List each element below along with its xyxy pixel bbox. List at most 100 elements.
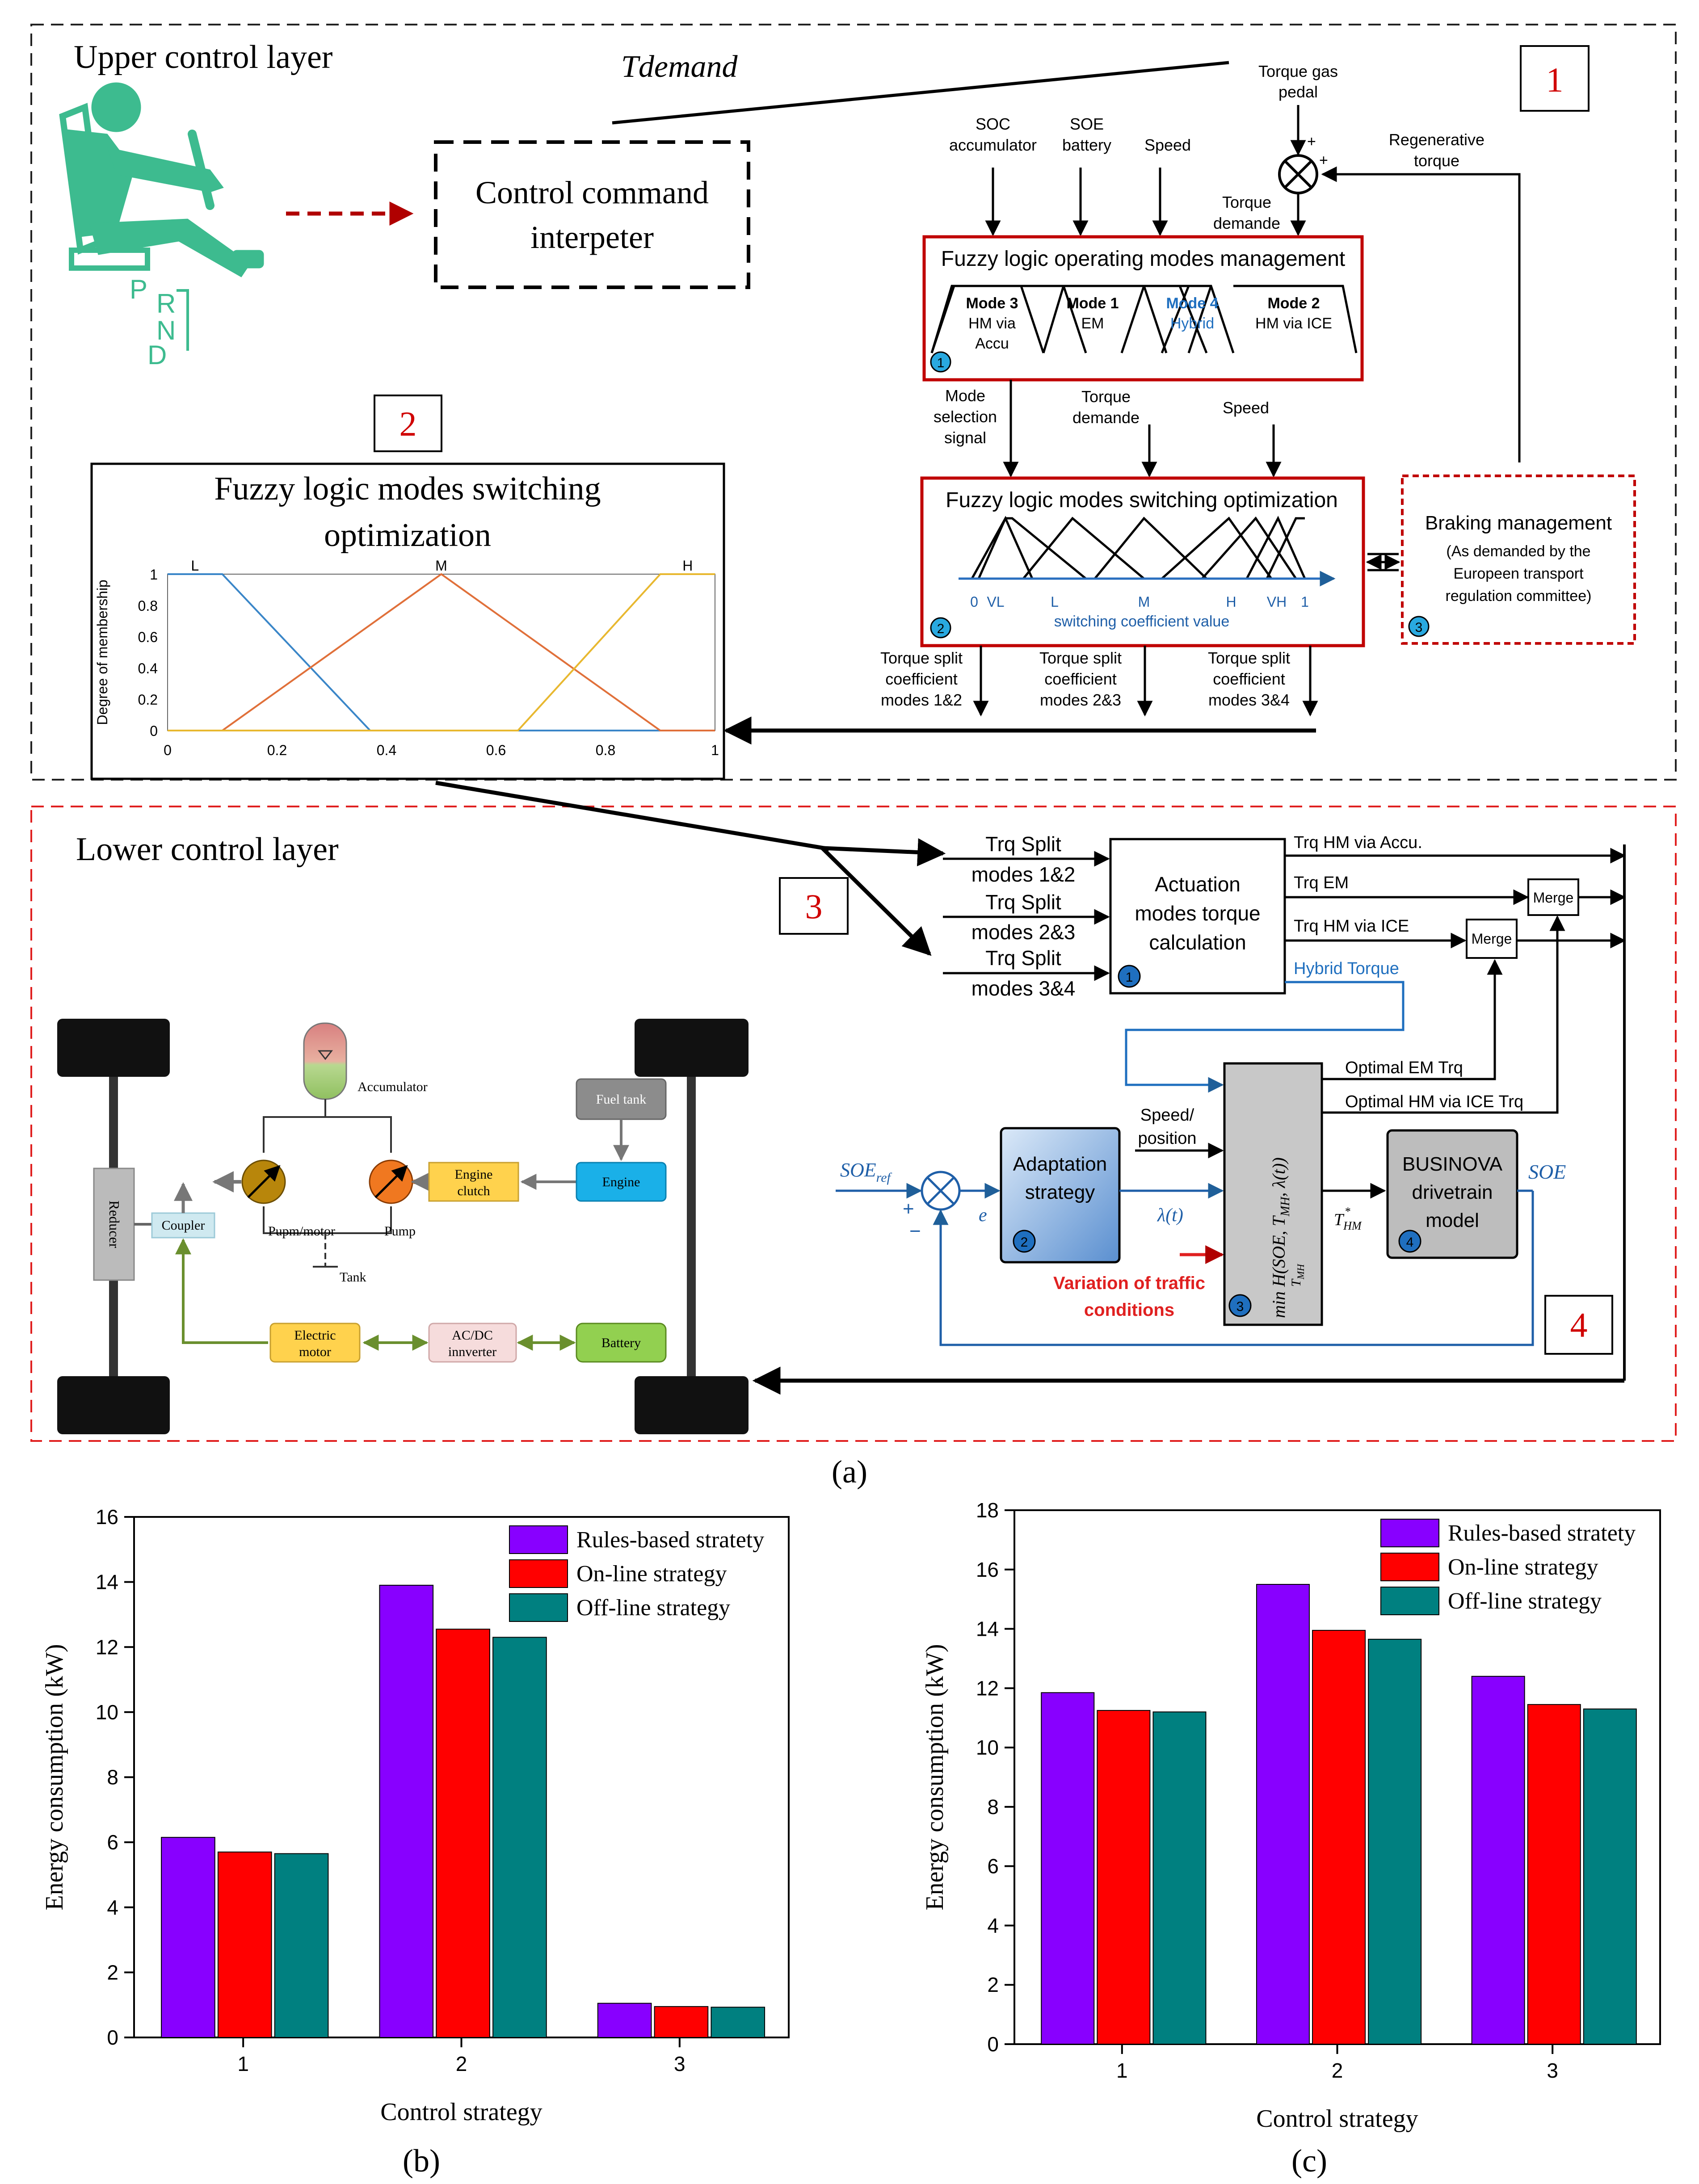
optimization-block (1223, 1062, 1323, 1326)
trq-split-12: Trq Split (985, 832, 1061, 856)
tank-label: Tank (340, 1270, 366, 1285)
svg-text:3: 3 (805, 887, 823, 926)
regen-label1: Regenerative (1389, 130, 1485, 149)
y-tick-label: 10 (96, 1701, 118, 1724)
svg-text:(As demanded by the: (As demanded by the (1446, 543, 1590, 560)
mode-selection-label1: Mode (945, 386, 985, 405)
svg-text:−: − (909, 1220, 921, 1242)
pump-motor-label: Pupm/motor (268, 1224, 335, 1239)
interpreter-box (434, 140, 750, 289)
caption-b: (b) (403, 2143, 440, 2179)
y-tick-label: 0 (987, 2033, 999, 2056)
bar-2-cat-3 (654, 2006, 709, 2038)
y-tick-label: 14 (976, 1617, 999, 1641)
torque-gas-pedal-label1: Torque gas (1258, 62, 1338, 80)
optimization-expression: min H(SOE, TMH, λ(t)) (1269, 1157, 1292, 1318)
bar-2-cat-1 (217, 1851, 272, 2038)
out-em: Trq EM (1294, 874, 1349, 892)
trq-split-34: Trq Split (985, 946, 1061, 970)
operating-modes-box (922, 235, 1364, 382)
svg-text:+: + (903, 1198, 914, 1220)
bar-1-cat-3 (1471, 1676, 1525, 2045)
svg-text:Merge: Merge (1533, 890, 1574, 906)
svg-text:1: 1 (1546, 60, 1564, 99)
switching-axis-label: switching coefficient value (1054, 613, 1229, 630)
svg-text:Merge: Merge (1472, 931, 1512, 947)
torque-demande-label2: demande (1213, 214, 1280, 232)
y-tick-label: 16 (976, 1558, 999, 1581)
svg-text:2: 2 (400, 404, 417, 443)
bar-3-cat-1 (1152, 1711, 1207, 2045)
bar-2-cat-1 (1097, 1710, 1151, 2045)
lower-control-layer: Lower control layer 3 Trq Split modes 1&… (30, 781, 1677, 1442)
x-tick-label: 1 (237, 2052, 249, 2075)
svg-text:Engine: Engine (602, 1175, 640, 1189)
svg-text:coefficient: coefficient (1213, 670, 1285, 688)
bar-3-cat-1 (274, 1853, 329, 2038)
svg-text:calculation: calculation (1149, 931, 1246, 954)
svg-text:Engine: Engine (455, 1167, 493, 1182)
svg-text:modes torque: modes torque (1135, 902, 1260, 925)
svg-text:regulation committee): regulation committee) (1446, 588, 1592, 605)
engine-block (576, 1162, 667, 1202)
tdemand-label: Tdemand (621, 50, 738, 84)
badge-1-lower (1118, 965, 1141, 988)
membership-ytick: 0.8 (138, 598, 158, 614)
membership-label-H: H (682, 558, 693, 574)
badge-3-upper (1408, 616, 1430, 637)
interpreter-line1: Control command (475, 175, 709, 210)
wheel-rear-right (635, 1376, 749, 1434)
membership-xtick: 0.6 (486, 742, 506, 758)
x-tick-label: 1 (1116, 2059, 1128, 2082)
svg-text:+: + (1319, 152, 1328, 169)
x-tick-label: 3 (674, 2052, 685, 2075)
mode3-label: Mode 3 (966, 295, 1018, 312)
svg-text:Hybrid: Hybrid (1170, 315, 1214, 332)
membership-title2: optimization (324, 517, 491, 554)
trq-split-23: Trq Split (985, 890, 1061, 914)
membership-label-L: L (191, 558, 199, 574)
svg-text:2: 2 (937, 622, 945, 636)
bar-1-cat-1 (161, 1837, 215, 2038)
bar-1-cat-3 (597, 2003, 652, 2038)
legend-label-1: Rules-based stratety (1448, 1520, 1636, 1546)
hybrid-torque-label: Hybrid Torque (1294, 959, 1399, 978)
svg-text:N: N (156, 315, 176, 345)
bar-2-cat-3 (1527, 1704, 1581, 2045)
bar-3-cat-3 (711, 2007, 765, 2038)
svg-text:conditions: conditions (1084, 1300, 1174, 1320)
svg-text:drivetrain: drivetrain (1412, 1181, 1493, 1203)
legend-label-2: On-line strategy (1448, 1554, 1598, 1580)
tdemand-line (612, 61, 1229, 125)
svg-text:Europeen transport: Europeen transport (1453, 565, 1584, 582)
svg-text:R: R (156, 289, 176, 319)
svg-text:modes 1&2: modes 1&2 (881, 691, 962, 709)
bar-1-cat-2 (379, 1584, 434, 2038)
adaptation-strategy-box (1000, 1127, 1121, 1264)
torque-demande-label1: Torque (1222, 193, 1271, 211)
legend-label-1: Rules-based stratety (576, 1527, 764, 1553)
membership-ytick: 0.2 (138, 692, 158, 708)
legend-label-2: On-line strategy (576, 1561, 727, 1587)
y-tick-label: 6 (107, 1831, 118, 1854)
drivetrain-schematic: Reducer Coupler Accumulator Pupm/motor P… (57, 1019, 749, 1434)
svg-text:signal: signal (944, 428, 986, 447)
svg-text:+: + (1307, 133, 1316, 150)
traffic-label1: Variation of traffic (1053, 1273, 1205, 1293)
x-axis-label: Control strategy (1256, 2105, 1418, 2133)
mode1-label: Mode 1 (1066, 295, 1119, 312)
legend-swatch-1 (509, 1525, 568, 1554)
legend-label-3: Off-line strategy (1448, 1588, 1602, 1614)
svg-text:coefficient: coefficient (885, 670, 957, 688)
svg-text:coefficient: coefficient (1044, 670, 1116, 688)
y-tick-label: 8 (107, 1766, 118, 1789)
y-tick-label: 4 (107, 1896, 118, 1919)
y-axis-label: Energy consumption (kW) (921, 1644, 949, 1910)
split23-label: Torque split (1039, 649, 1122, 667)
section-number-4 (1544, 1295, 1613, 1355)
svg-text:modes 2&3: modes 2&3 (1040, 691, 1121, 709)
torque-gas-pedal-label2: pedal (1278, 83, 1318, 101)
membership-axes (167, 574, 715, 731)
